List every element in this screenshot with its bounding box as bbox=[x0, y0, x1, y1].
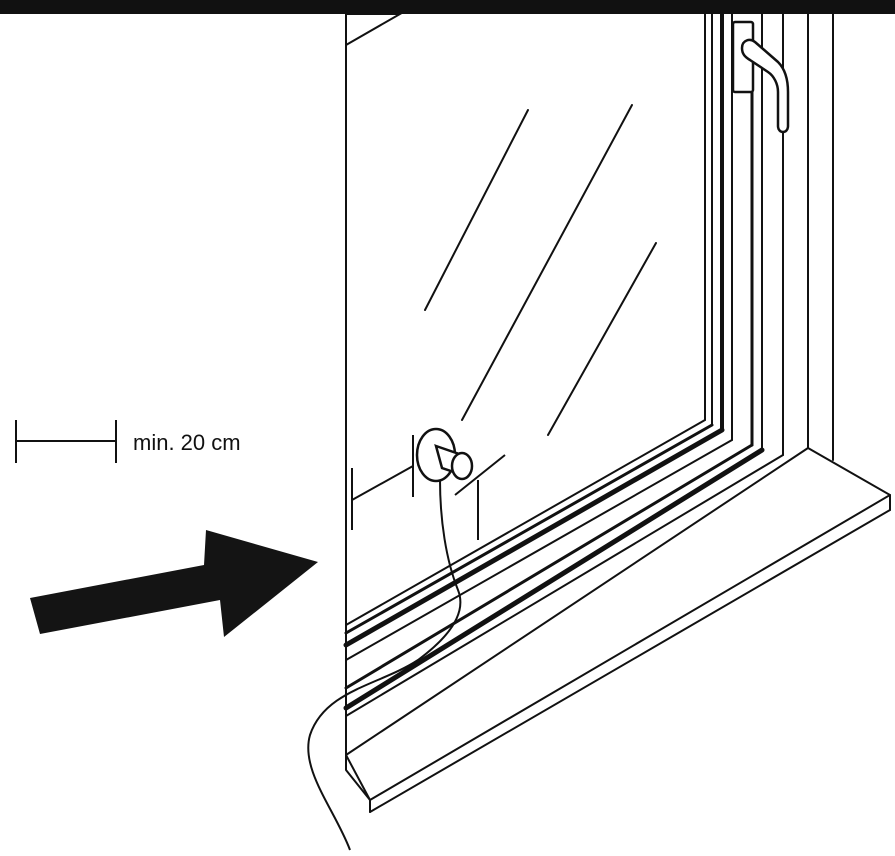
ceiling-line bbox=[0, 0, 895, 14]
window-frame bbox=[343, 12, 891, 813]
arrow-right-icon bbox=[30, 530, 318, 637]
window-handle-icon bbox=[731, 20, 790, 134]
glass-reflections bbox=[424, 104, 657, 436]
top-bevel bbox=[345, 13, 404, 47]
cable-icon bbox=[307, 479, 462, 851]
min-distance-measure bbox=[15, 420, 117, 463]
window-measure-marks bbox=[351, 435, 506, 540]
suction-cup-icon bbox=[415, 427, 474, 483]
min-distance-label: min. 20 cm bbox=[133, 430, 241, 455]
